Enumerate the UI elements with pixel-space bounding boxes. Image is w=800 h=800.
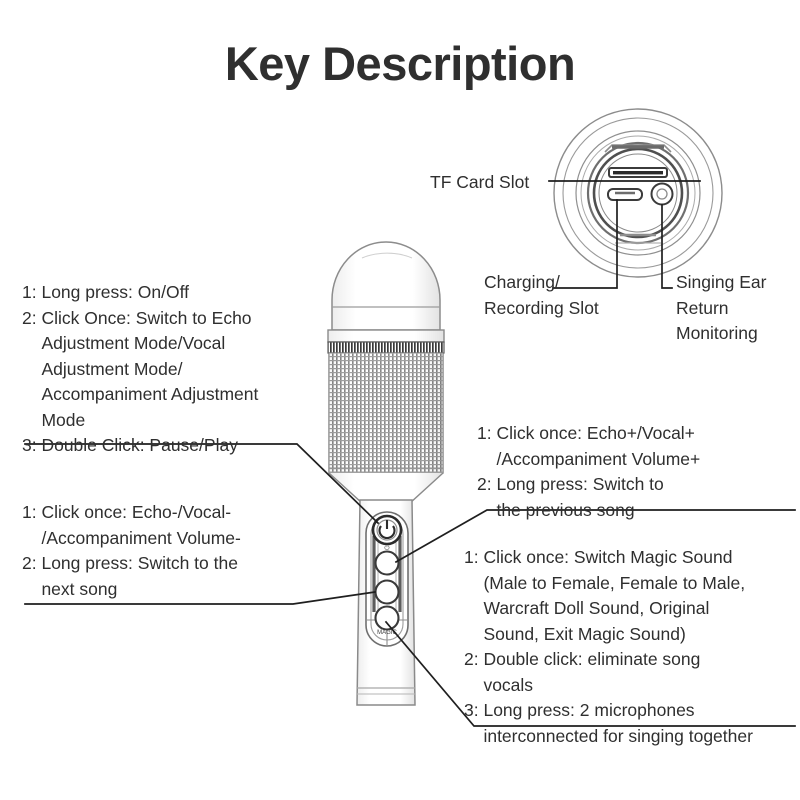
volume-up-button[interactable] bbox=[374, 550, 400, 576]
power-icon bbox=[378, 520, 396, 539]
callout-volume-down-button: 1: Click once: Echo-/Vocal- /Accompanime… bbox=[22, 502, 241, 599]
power-button-caption: ⏻ bbox=[384, 545, 389, 552]
bottom-view-leader-lines bbox=[548, 180, 701, 289]
volume-down-button[interactable] bbox=[374, 579, 400, 605]
magic-sound-button[interactable] bbox=[374, 605, 400, 631]
page-title: Key Description bbox=[224, 37, 576, 90]
device-button-group: ⏻ + · - · MAGIC bbox=[371, 514, 403, 636]
label-tf-card-slot: TF Card Slot bbox=[430, 172, 530, 192]
callout-power-button: 1: Long press: On/Off 2: Click Once: Swi… bbox=[22, 282, 259, 455]
callout-leader-lines bbox=[24, 443, 796, 727]
callout-magic-sound-button: 1: Click once: Switch Magic Sound (Male … bbox=[464, 547, 753, 746]
magic-button-caption: MAGIC bbox=[377, 630, 397, 636]
label-singing-ear-return-monitoring: Singing Ear Return Monitoring bbox=[676, 272, 767, 343]
label-charging-recording-slot: Charging/ Recording Slot bbox=[484, 272, 599, 318]
bottom-view-group bbox=[553, 108, 723, 278]
microphone-front-view bbox=[327, 241, 445, 706]
callout-volume-up-button: 1: Click once: Echo+/Vocal+ /Accompanime… bbox=[477, 423, 701, 520]
